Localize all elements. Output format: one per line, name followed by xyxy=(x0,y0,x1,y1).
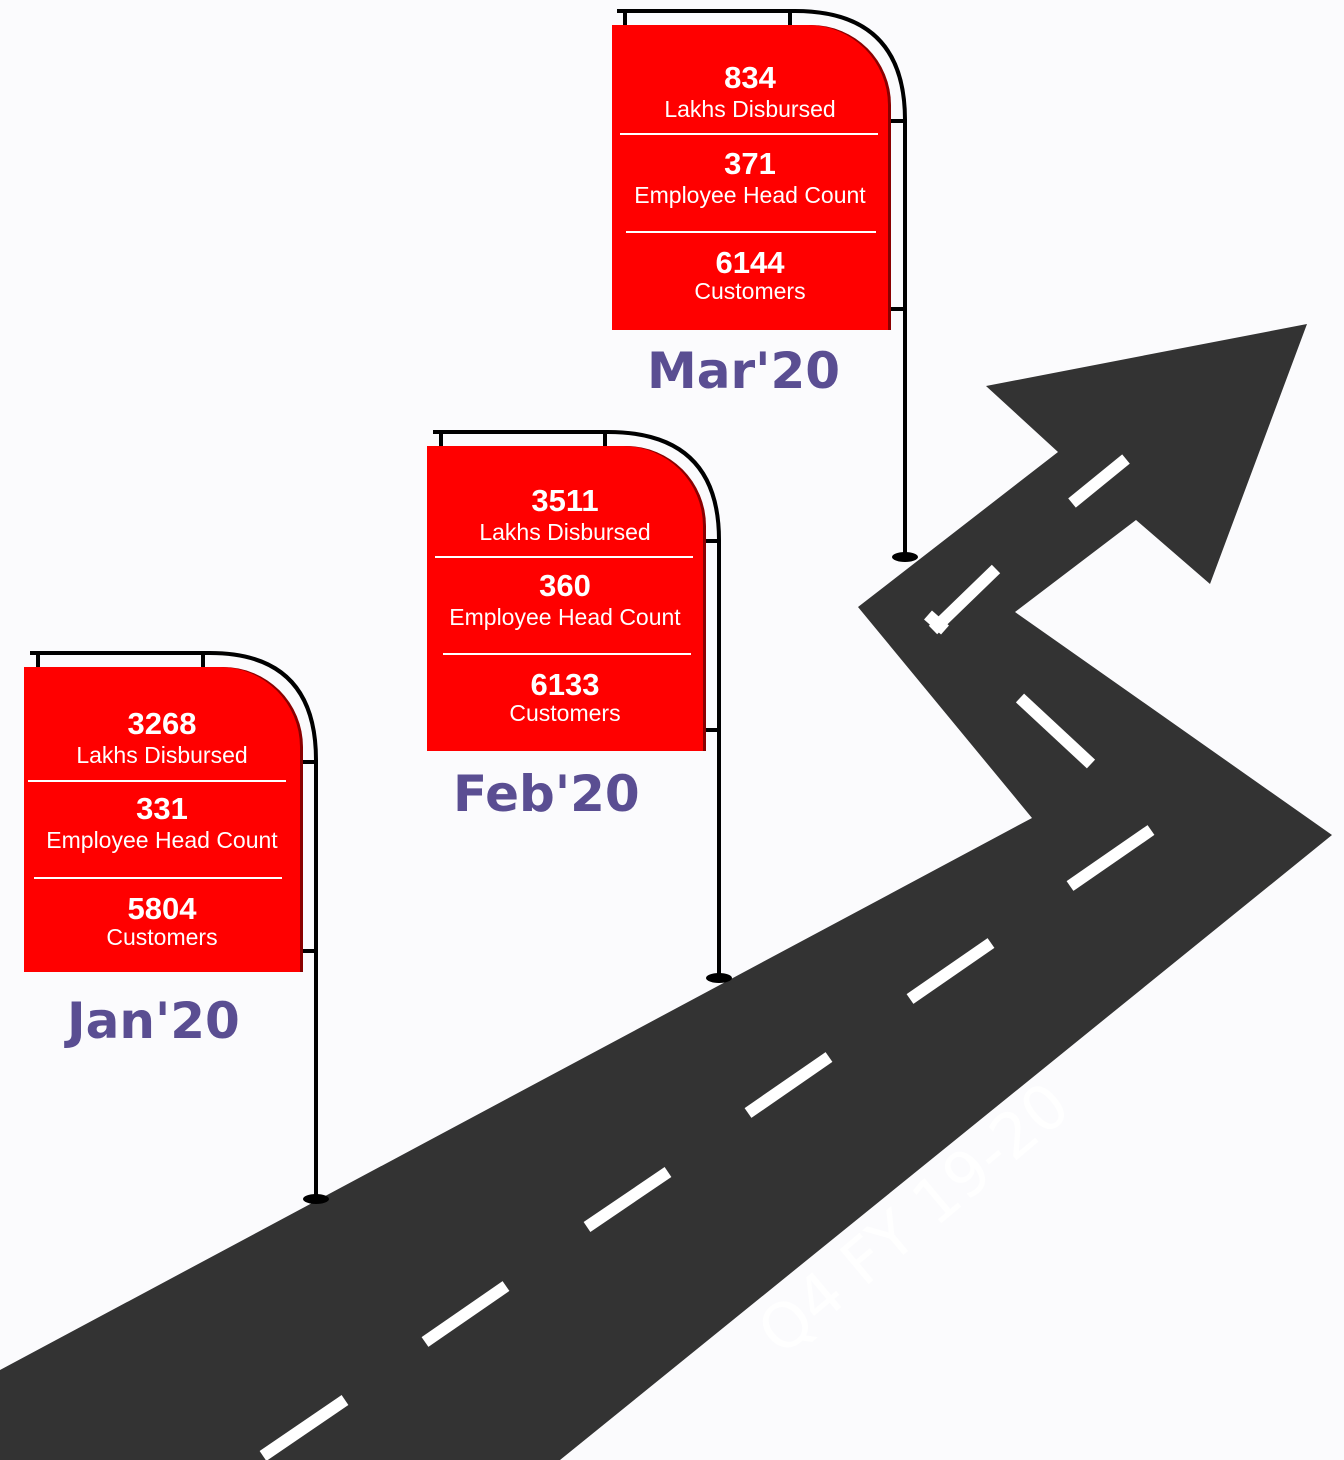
milestone-board-mar: 834 Lakhs Disbursed 371 Employee Head Co… xyxy=(612,25,888,330)
lane-markings xyxy=(259,454,1155,1460)
headcount-value: 331 xyxy=(136,791,188,826)
board-divider xyxy=(626,231,876,233)
customers-label: Customers xyxy=(106,924,218,950)
milestone-board-jan: 3268 Lakhs Disbursed 331 Employee Head C… xyxy=(24,667,300,972)
month-label-feb: Feb'20 xyxy=(453,765,640,823)
lane-dash xyxy=(259,1395,349,1460)
road-shape xyxy=(0,324,1332,1460)
headcount-value: 371 xyxy=(724,146,776,181)
board-divider xyxy=(34,877,282,879)
board-divider xyxy=(443,653,691,655)
lane-dash xyxy=(906,938,995,1004)
customers-label: Customers xyxy=(509,700,621,726)
customers-section: 6133 Customers xyxy=(427,667,703,726)
board-divider xyxy=(435,556,693,558)
pole-base-jan xyxy=(303,1194,329,1204)
pole-feb xyxy=(433,430,721,977)
headcount-label: Employee Head Count xyxy=(46,827,278,853)
lane-dash xyxy=(583,1167,672,1232)
disbursed-section: 3511 Lakhs Disbursed xyxy=(427,484,703,546)
headcount-section: 360 Employee Head Count xyxy=(427,569,703,631)
lane-dash xyxy=(744,1052,833,1118)
pole-jan xyxy=(30,651,318,1198)
milestone-board-feb: 3511 Lakhs Disbursed 360 Employee Head C… xyxy=(427,446,703,751)
customers-section: 6144 Customers xyxy=(612,245,888,304)
disbursed-label: Lakhs Disbursed xyxy=(664,96,836,122)
customers-label: Customers xyxy=(694,278,806,304)
lane-dash xyxy=(928,564,1001,635)
lane-dash xyxy=(1015,693,1096,769)
headcount-section: 371 Employee Head Count xyxy=(612,147,888,209)
disbursed-label: Lakhs Disbursed xyxy=(76,742,248,768)
headcount-value: 360 xyxy=(539,568,591,603)
disbursed-label: Lakhs Disbursed xyxy=(479,519,651,545)
board-divider xyxy=(620,133,878,135)
pole-mar xyxy=(617,9,907,556)
lane-dash xyxy=(421,1281,510,1347)
headcount-label: Employee Head Count xyxy=(634,182,866,208)
lane-dash xyxy=(1066,825,1155,891)
month-label-mar: Mar'20 xyxy=(647,342,841,400)
disbursed-section: 834 Lakhs Disbursed xyxy=(612,61,888,123)
headcount-section: 331 Employee Head Count xyxy=(24,792,300,854)
pole-base-mar xyxy=(892,552,918,562)
board-divider xyxy=(28,780,286,782)
customers-value: 5804 xyxy=(127,891,197,926)
headcount-label: Employee Head Count xyxy=(449,604,681,630)
customers-value: 6144 xyxy=(715,245,785,280)
pole-base-feb xyxy=(706,973,732,983)
customers-value: 6133 xyxy=(530,667,600,702)
lane-dash xyxy=(1068,454,1130,508)
sign-poles xyxy=(30,9,907,1198)
disbursed-value: 834 xyxy=(724,60,776,95)
disbursed-value: 3511 xyxy=(531,483,599,518)
disbursed-section: 3268 Lakhs Disbursed xyxy=(24,707,300,769)
month-label-jan: Jan'20 xyxy=(67,992,240,1050)
disbursed-value: 3268 xyxy=(127,706,197,741)
customers-section: 5804 Customers xyxy=(24,891,300,950)
lane-dash xyxy=(924,610,949,635)
pole-bases xyxy=(303,552,918,1204)
